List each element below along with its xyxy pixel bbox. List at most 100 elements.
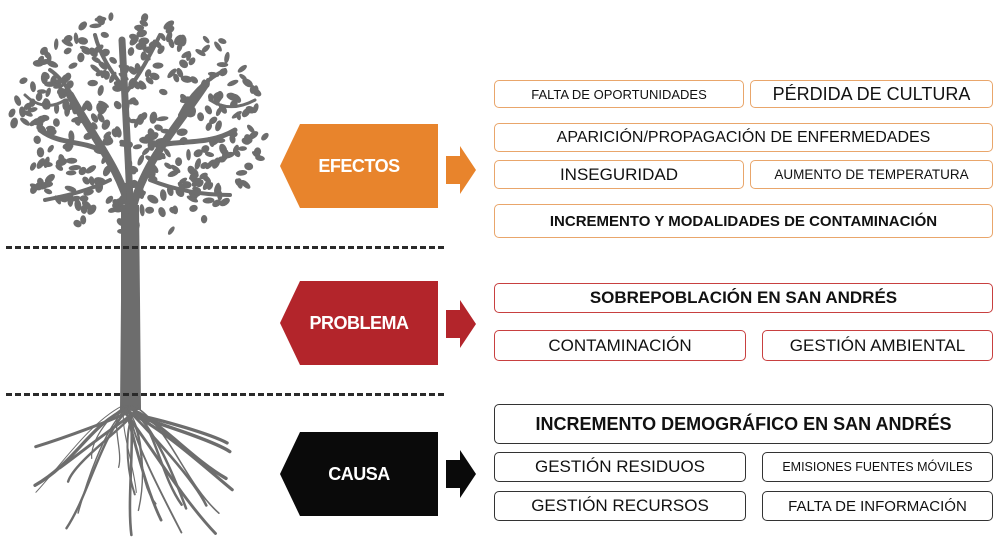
cause-text: EMISIONES FUENTES MÓVILES (782, 460, 973, 474)
leaf-shape (36, 158, 45, 169)
leaf-shape (186, 149, 191, 161)
effect-box-inseguridad: INSEGURIDAD (494, 160, 744, 189)
leaf-shape (29, 162, 37, 171)
leaf-shape (226, 92, 239, 101)
leaf-shape (246, 124, 255, 133)
leaf-shape (204, 151, 215, 157)
leaf-shape (36, 147, 45, 158)
root-line (33, 406, 130, 487)
leaf-shape (240, 179, 251, 189)
effect-box-temperatura: AUMENTO DE TEMPERATURA (750, 160, 993, 189)
effect-text: INCREMENTO Y MODALIDADES DE CONTAMINACIÓ… (549, 212, 938, 230)
leaf-shape (140, 13, 149, 23)
separator-line (6, 393, 444, 396)
leaf-shape (61, 39, 73, 47)
effect-text: INSEGURIDAD (559, 164, 679, 184)
problema-label: PROBLEMA (309, 312, 410, 333)
leaf-shape (237, 64, 247, 73)
leaf-shape (204, 105, 213, 115)
leaf-shape (79, 45, 91, 52)
problem-box-gestion-ambiental: GESTIÓN AMBIENTAL (762, 330, 993, 361)
leaf-shape (81, 200, 92, 211)
efectos-arrow-icon (446, 146, 476, 194)
leaf-shape (97, 113, 105, 123)
leaf-shape (14, 95, 22, 106)
leaf-shape (180, 75, 193, 83)
root-line (130, 412, 217, 475)
leaf-shape (47, 144, 54, 153)
leaf-shape (98, 61, 108, 70)
effect-text: PÉRDIDA DE CULTURA (772, 83, 971, 104)
leaf-shape (40, 114, 50, 122)
leaf-shape (219, 197, 230, 207)
leaf-shape (194, 158, 201, 170)
leaf-shape (200, 215, 208, 224)
leaf-shape (195, 49, 206, 57)
separator-line (6, 246, 444, 249)
leaf-shape (223, 151, 235, 159)
leaf-shape (188, 57, 196, 66)
leaf-shape (88, 176, 95, 186)
problem-text: CONTAMINACIÓN (548, 335, 692, 355)
leaf-shape (201, 44, 210, 53)
leaf-shape (132, 144, 143, 150)
leaf-shape (113, 100, 122, 110)
leaf-shape (241, 108, 251, 118)
causa-arrow-icon (446, 450, 476, 498)
leaf-shape (78, 166, 87, 176)
causa-label: CAUSA (328, 463, 390, 484)
leaf-shape (20, 117, 31, 126)
leaf-shape (202, 180, 211, 190)
leaf-shape (205, 122, 212, 131)
leaf-shape (176, 128, 188, 136)
leaf-shape (62, 143, 74, 150)
leaf-shape (201, 145, 210, 153)
leaf-shape (244, 134, 253, 144)
leaf-shape (138, 80, 147, 90)
leaf-shape (109, 56, 117, 64)
leaf-shape (8, 108, 16, 118)
leaf-shape (216, 62, 229, 68)
leaf-shape (142, 147, 150, 156)
leaf-shape (138, 37, 150, 45)
leaf-shape (165, 31, 173, 43)
leaf-shape (103, 70, 110, 80)
tree-branches (23, 33, 257, 214)
tree-trunk (120, 205, 141, 410)
leaf-shape (231, 111, 242, 119)
root-line (128, 411, 144, 512)
leaf-shape (181, 51, 191, 59)
leaf-shape (22, 110, 33, 117)
leaf-shape (82, 176, 90, 185)
leaf-shape (112, 205, 124, 213)
leaf-shape (244, 162, 254, 171)
leaf-shape (159, 88, 168, 96)
leaf-shape (65, 170, 77, 176)
root-line (35, 405, 123, 493)
causa-hexagon: CAUSA (280, 432, 438, 516)
cause-box-incremento-demografico: INCREMENTO DEMOGRÁFICO EN SAN ANDRÉS (494, 404, 993, 444)
leaf-shape (202, 197, 215, 204)
tree-roots (33, 404, 234, 537)
leaf-shape (78, 21, 88, 31)
effect-box-enfermedades: APARICIÓN/PROPAGACIÓN DE ENFERMEDADES (494, 123, 993, 152)
leaf-shape (97, 85, 104, 96)
leaf-shape (73, 32, 79, 45)
leaf-shape (45, 87, 51, 98)
leaf-shape (58, 154, 65, 164)
leaf-shape (217, 90, 224, 100)
leaf-shape (111, 128, 119, 138)
cause-box-gestion-recursos: GESTIÓN RECURSOS (494, 491, 746, 521)
leaf-shape (30, 185, 38, 194)
leaf-shape (167, 68, 177, 79)
leaf-shape (158, 207, 166, 218)
leaf-shape (90, 64, 101, 73)
problema-shape (280, 281, 438, 365)
leaf-shape (236, 178, 243, 189)
leaf-shape (68, 165, 81, 171)
leaf-shape (80, 205, 88, 214)
leaf-shape (128, 97, 137, 105)
efectos-hexagon: EFECTOS (280, 124, 438, 208)
problem-box-sobrepoblacion: SOBREPOBLACIÓN EN SAN ANDRÉS (494, 283, 993, 313)
problema-hexagon: PROBLEMA (280, 281, 438, 365)
